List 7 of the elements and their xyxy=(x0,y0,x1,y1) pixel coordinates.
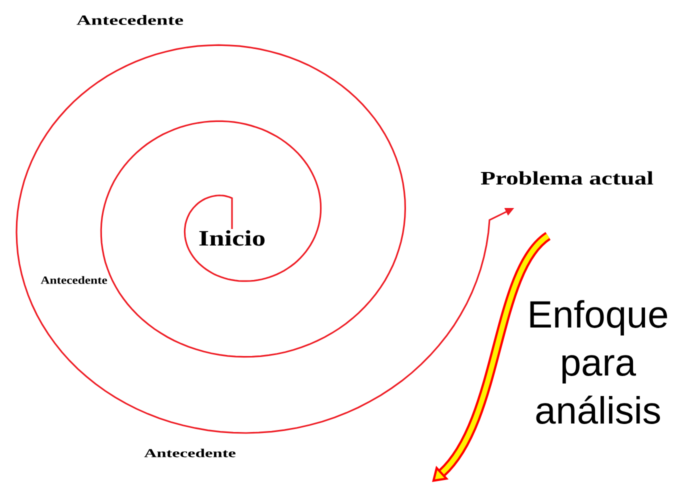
text-label: Antecedente xyxy=(40,276,108,284)
curved-arrow xyxy=(432,232,552,482)
text-label: Antecedente xyxy=(144,448,236,458)
text-label: Antecedente xyxy=(76,15,184,25)
edge-label: Enfoque para análisis xyxy=(530,300,668,424)
text-label: Inicio xyxy=(199,230,265,246)
text-label: Problema actual xyxy=(480,171,654,185)
